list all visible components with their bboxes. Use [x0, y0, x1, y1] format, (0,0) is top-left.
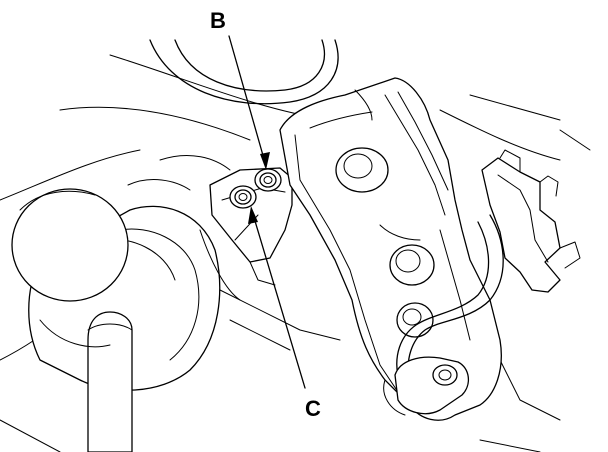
leader-c [248, 206, 306, 389]
callout-c-label: C [305, 396, 321, 421]
bolt-b [254, 168, 282, 192]
sensor-wire [396, 214, 504, 379]
hose-loop [149, 39, 339, 105]
bolt-c [229, 185, 257, 209]
leader-b [228, 35, 270, 170]
knuckle-bracket [279, 77, 502, 421]
sensor-bracket [481, 149, 581, 293]
callout-b-label: B [210, 8, 226, 33]
wire-connector [383, 356, 469, 416]
left-cylinder-assembly [11, 154, 231, 452]
